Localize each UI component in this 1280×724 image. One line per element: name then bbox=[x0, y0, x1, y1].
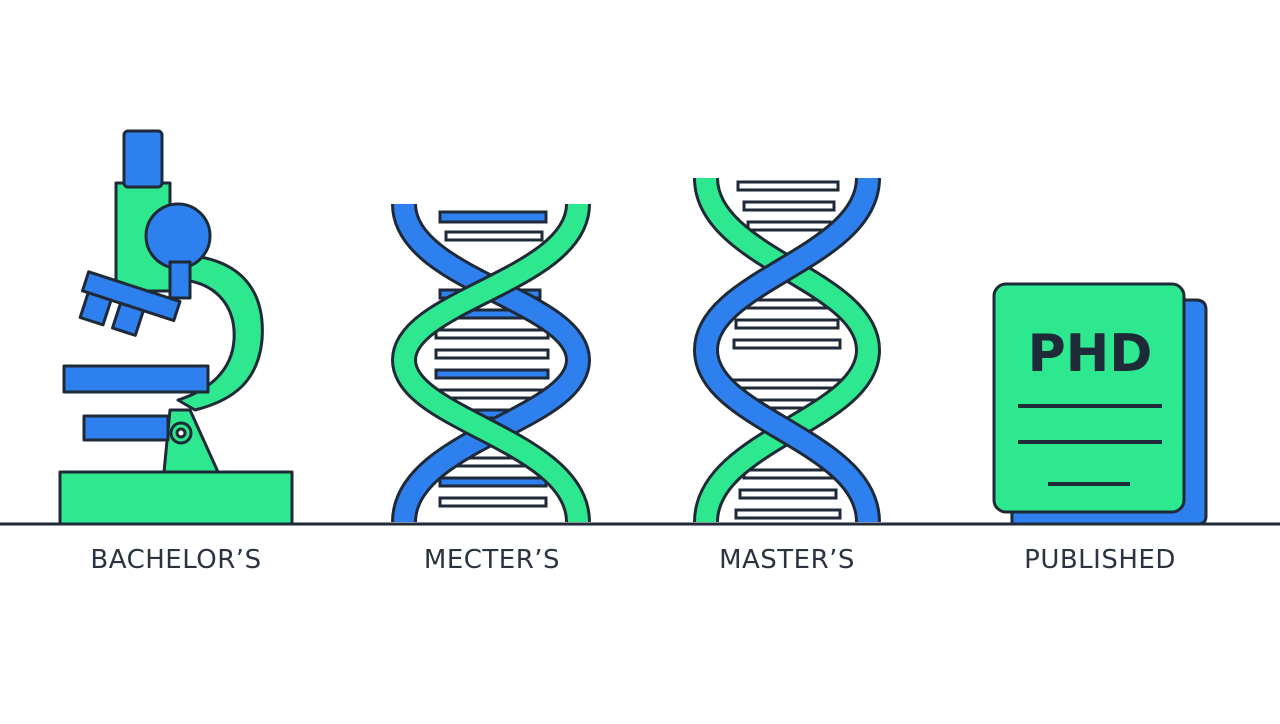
label-bachelors: BACHELOR’S bbox=[90, 545, 262, 575]
label-mecters: MECTER’S bbox=[423, 545, 561, 575]
phd-book-icon: PHD bbox=[992, 282, 1208, 526]
label-published: PUBLISHED bbox=[1024, 545, 1176, 575]
book-cover-text: PHD bbox=[1028, 324, 1153, 384]
label-masters: MASTER’S bbox=[719, 545, 855, 575]
dna-helix-icon bbox=[692, 176, 882, 524]
microscope-icon bbox=[58, 129, 294, 526]
dna-helix-icon bbox=[390, 202, 592, 524]
